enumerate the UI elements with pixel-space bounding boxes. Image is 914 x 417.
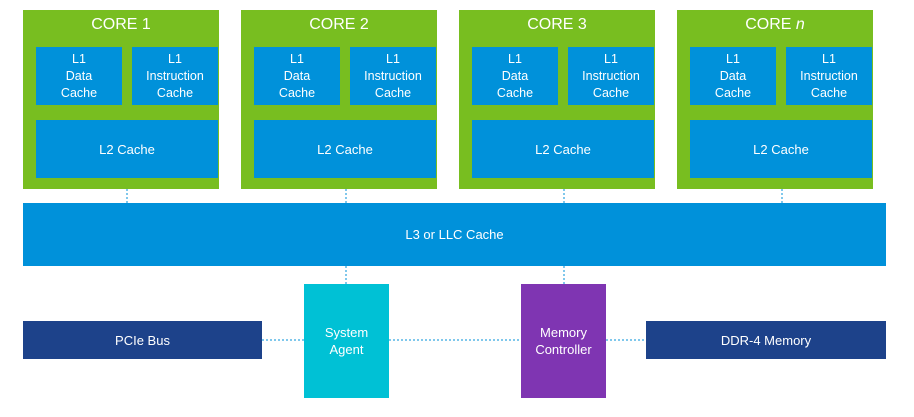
system-agent: System Agent [304,284,389,398]
memory-controller: Memory Controller [521,284,606,398]
core-3: CORE 3 L1 Data Cache L1 Instruction Cach… [459,10,655,189]
core-n-l1-instruction-cache: L1 Instruction Cache [786,47,872,105]
pcie-bus: PCIe Bus [23,321,262,359]
core-3-title: CORE 3 [527,16,587,33]
core-1-title: CORE 1 [91,16,151,33]
core-3-l1-data-cache: L1 Data Cache [472,47,558,105]
core-3-l1-instruction-cache: L1 Instruction Cache [568,47,654,105]
core-1: CORE 1 L1 Data Cache L1 Instruction Cach… [23,10,219,189]
core-1-l2-cache: L2 Cache [36,120,218,178]
core-n-l1-data-cache: L1 Data Cache [690,47,776,105]
core-n-l2-cache: L2 Cache [690,120,872,178]
core-2-title: CORE 2 [309,16,369,33]
core-2-l1-instruction-cache: L1 Instruction Cache [350,47,436,105]
core-1-l1-instruction-cache: L1 Instruction Cache [132,47,218,105]
l3-llc-cache: L3 or LLC Cache [23,203,886,266]
ddr4-memory: DDR-4 Memory [646,321,886,359]
core-2-l2-cache: L2 Cache [254,120,436,178]
core-2-l1-data-cache: L1 Data Cache [254,47,340,105]
core-3-l2-cache: L2 Cache [472,120,654,178]
core-n-title: CORE n [745,16,805,33]
core-2: CORE 2 L1 Data Cache L1 Instruction Cach… [241,10,437,189]
core-n: CORE n L1 Data Cache L1 Instruction Cach… [677,10,873,189]
core-1-l1-data-cache: L1 Data Cache [36,47,122,105]
